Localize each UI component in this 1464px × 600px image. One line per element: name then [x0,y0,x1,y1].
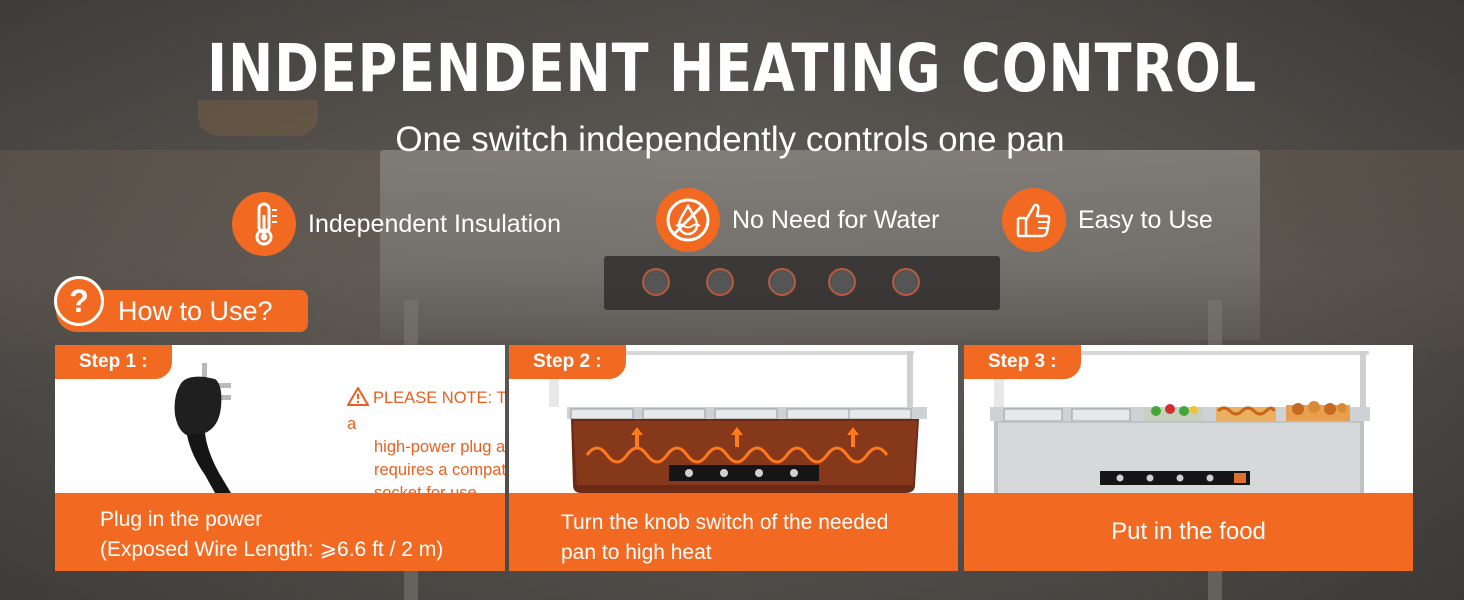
how-to-use-banner: ? How to Use? [54,276,308,332]
background-knob [706,268,734,296]
no-water-icon [656,188,720,252]
step-3-caption: Put in the food [964,493,1413,571]
feature-label: Easy to Use [1078,205,1213,234]
feature-label: Independent Insulation [308,209,561,238]
step-2-tag: Step 2 : [509,345,626,379]
step-3-card: Step 3 : Put in the food [964,345,1413,571]
step-3-tag: Step 3 : [964,345,1081,379]
background-knob [892,268,920,296]
background-control-panel [604,256,1000,310]
background-knob [828,268,856,296]
warning-icon [346,386,370,413]
steam-table-heating-image [509,345,958,493]
page-subtitle: One switch independently controls one pa… [395,120,1065,159]
step-2-caption: Turn the knob switch of the needed pan t… [509,493,958,571]
please-note-text: PLEASE NOTE: This is a high-power plug a… [346,386,505,505]
step-1-card: PLEASE NOTE: This is a high-power plug a… [55,345,505,571]
background-knob [768,268,796,296]
step-2-card: Step 2 : Turn the knob switch of the nee… [509,345,958,571]
step-caption-line: Put in the food [1111,518,1266,545]
question-icon: ? [54,276,104,326]
how-to-use-label: How to Use? [118,296,273,326]
feature-easy-to-use: Easy to Use [1002,188,1213,252]
thermometer-icon [232,192,296,256]
thumbs-up-icon [1002,188,1066,252]
background-basket [198,100,318,136]
step-1-tag: Step 1 : [55,345,172,379]
note-line: high-power plug and [374,438,505,456]
step-1-caption: Plug in the power (Exposed Wire Length: … [55,493,505,571]
step-caption-line: Turn the knob switch of the needed [561,511,889,534]
feature-no-need-for-water: No Need for Water [656,188,939,252]
note-line: PLEASE NOTE: This is a [347,389,505,433]
step-caption-line: (Exposed Wire Length: ⩾6.6 ft / 2 m) [100,538,444,561]
step-caption-line: Plug in the power [100,508,263,531]
step-2-image [509,345,958,493]
feature-label: No Need for Water [732,205,940,234]
background-knob [642,268,670,296]
feature-independent-insulation: Independent Insulation [232,192,561,256]
page-title: INDEPENDENT HEATING CONTROL [206,30,1257,107]
step-caption-line: pan to high heat [561,541,712,564]
note-line: requires a compatible [374,461,505,479]
